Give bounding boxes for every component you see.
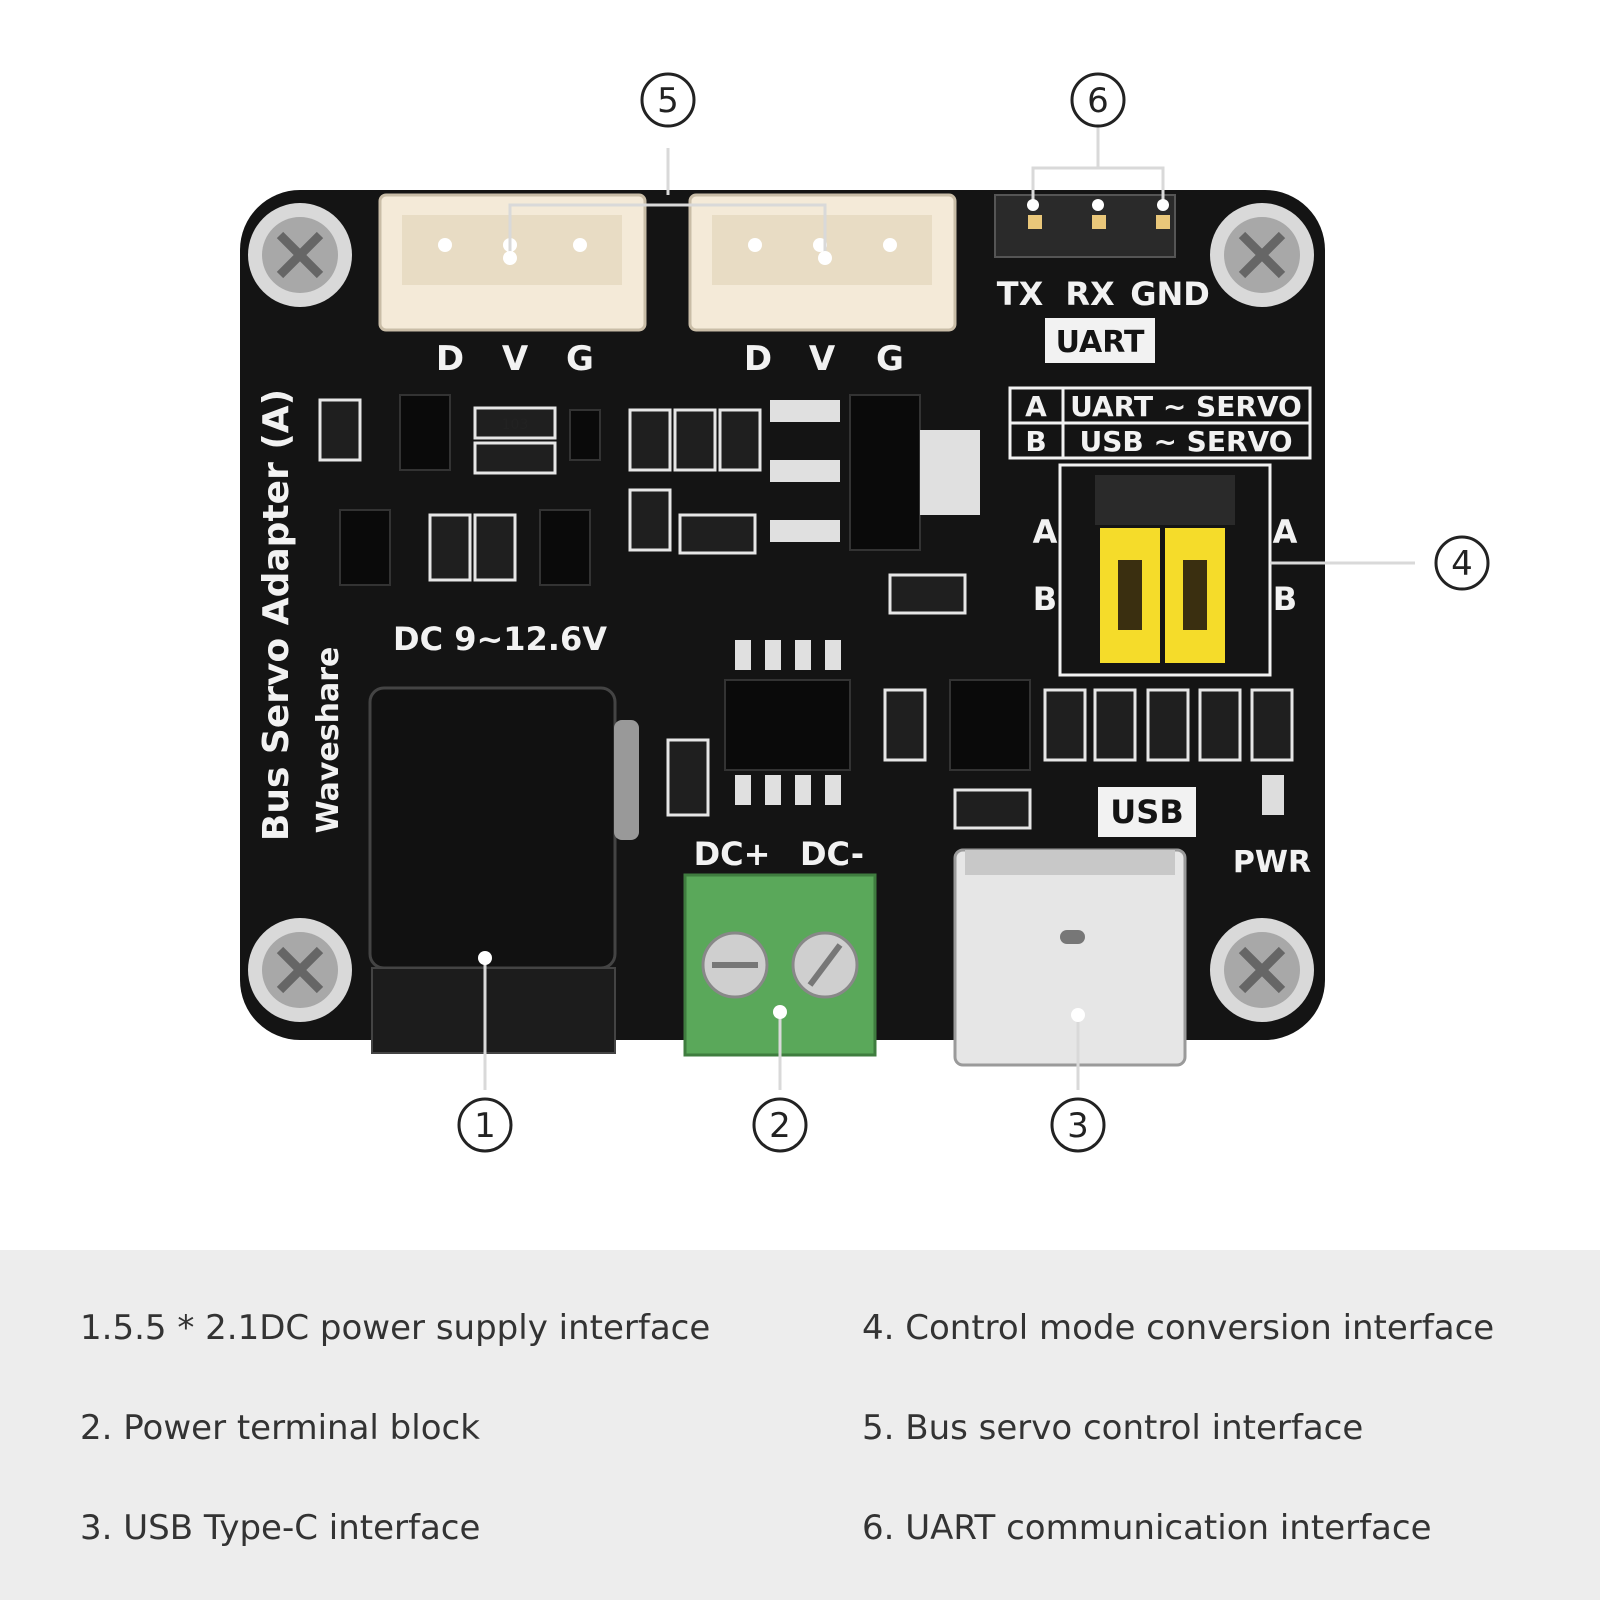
board-diagram: D V G D V G TX RX GND UART A UART ~ SERV…	[240, 72, 1490, 1153]
uart-pin-rx: RX	[1065, 275, 1115, 313]
smd-components	[318, 398, 1294, 830]
callout-lines	[483, 125, 1415, 1090]
jumper-b-right: B	[1273, 580, 1297, 618]
mode-b-key: B	[1025, 425, 1046, 458]
servo-right-pin-v: V	[809, 339, 836, 379]
servo-right-pin-d: D	[744, 339, 772, 379]
jumper-a-right: A	[1273, 513, 1298, 551]
jumper-a-left: A	[1033, 513, 1058, 551]
callout-6: 6	[1070, 72, 1126, 128]
servo-left-pin-v: V	[502, 339, 529, 379]
legend-item-1: 1.5.5 * 2.1DC power supply interface	[80, 1308, 711, 1348]
mounting-hole-bottom-left	[248, 918, 352, 1022]
power-label: DC 9~12.6V	[393, 620, 607, 658]
callout-6-number: 6	[1087, 81, 1109, 121]
legend-panel: 1.5.5 * 2.1DC power supply interface 2. …	[0, 1250, 1600, 1600]
usb-label-box	[1098, 787, 1196, 837]
mode-a-key: A	[1025, 390, 1047, 423]
regulator-tabs	[770, 400, 980, 542]
usb-c-port	[953, 848, 1187, 1067]
resistor-code: 103	[502, 417, 529, 433]
pwr-led	[1262, 775, 1284, 815]
mode-a-desc: UART ~ SERVO	[1070, 390, 1302, 423]
callout-1-number: 1	[474, 1106, 496, 1146]
servo-left-pin-d: D	[436, 339, 464, 379]
callout-5-number: 5	[657, 81, 679, 121]
legend-item-2: 2. Power terminal block	[80, 1408, 480, 1448]
ic-chips	[339, 394, 1031, 771]
pwr-label: PWR	[1233, 845, 1311, 880]
uart-pin-gnd: GND	[1130, 275, 1210, 313]
callout-3-number: 3	[1067, 1106, 1089, 1146]
jumper-b-left: B	[1033, 580, 1057, 618]
callout-3: 3	[1050, 1097, 1106, 1153]
mounting-hole-top-right	[1210, 203, 1314, 307]
mode-table	[1008, 386, 1312, 460]
jumper-frame	[1058, 463, 1272, 677]
callout-2: 2	[752, 1097, 808, 1153]
legend-item-6: 6. UART communication interface	[862, 1508, 1432, 1548]
callout-2-number: 2	[769, 1106, 791, 1146]
uart-header	[994, 194, 1176, 258]
mounting-hole-bottom-right	[1210, 918, 1314, 1022]
callout-4: 4	[1434, 535, 1490, 591]
servo-left-pin-g: G	[566, 339, 594, 379]
terminal-label-minus: DC-	[800, 835, 864, 873]
uart-label-box	[1045, 318, 1155, 363]
ic-pins	[735, 640, 841, 805]
callout-4-number: 4	[1451, 544, 1473, 584]
callout-1: 1	[457, 1097, 513, 1153]
legend-item-3: 3. USB Type-C interface	[80, 1508, 481, 1548]
mode-b-desc: USB ~ SERVO	[1079, 425, 1292, 458]
dc-jack	[368, 686, 639, 1054]
uart-pin-tx: TX	[997, 275, 1044, 313]
legend-item-5: 5. Bus servo control interface	[862, 1408, 1364, 1448]
product-name: Bus Servo Adapter (A)	[256, 389, 297, 841]
jumper-header	[1095, 475, 1235, 525]
callout-dots	[478, 199, 1169, 1022]
mounting-hole-top-left	[248, 203, 352, 307]
callout-5: 5	[640, 72, 696, 128]
servo-right-pin-g: G	[876, 339, 904, 379]
legend-item-4: 4. Control mode conversion interface	[862, 1308, 1495, 1348]
terminal-label-plus: DC+	[694, 835, 771, 873]
uart-label: UART	[1056, 325, 1145, 360]
usb-label: USB	[1110, 793, 1183, 831]
brand-name: Waveshare	[311, 647, 346, 834]
